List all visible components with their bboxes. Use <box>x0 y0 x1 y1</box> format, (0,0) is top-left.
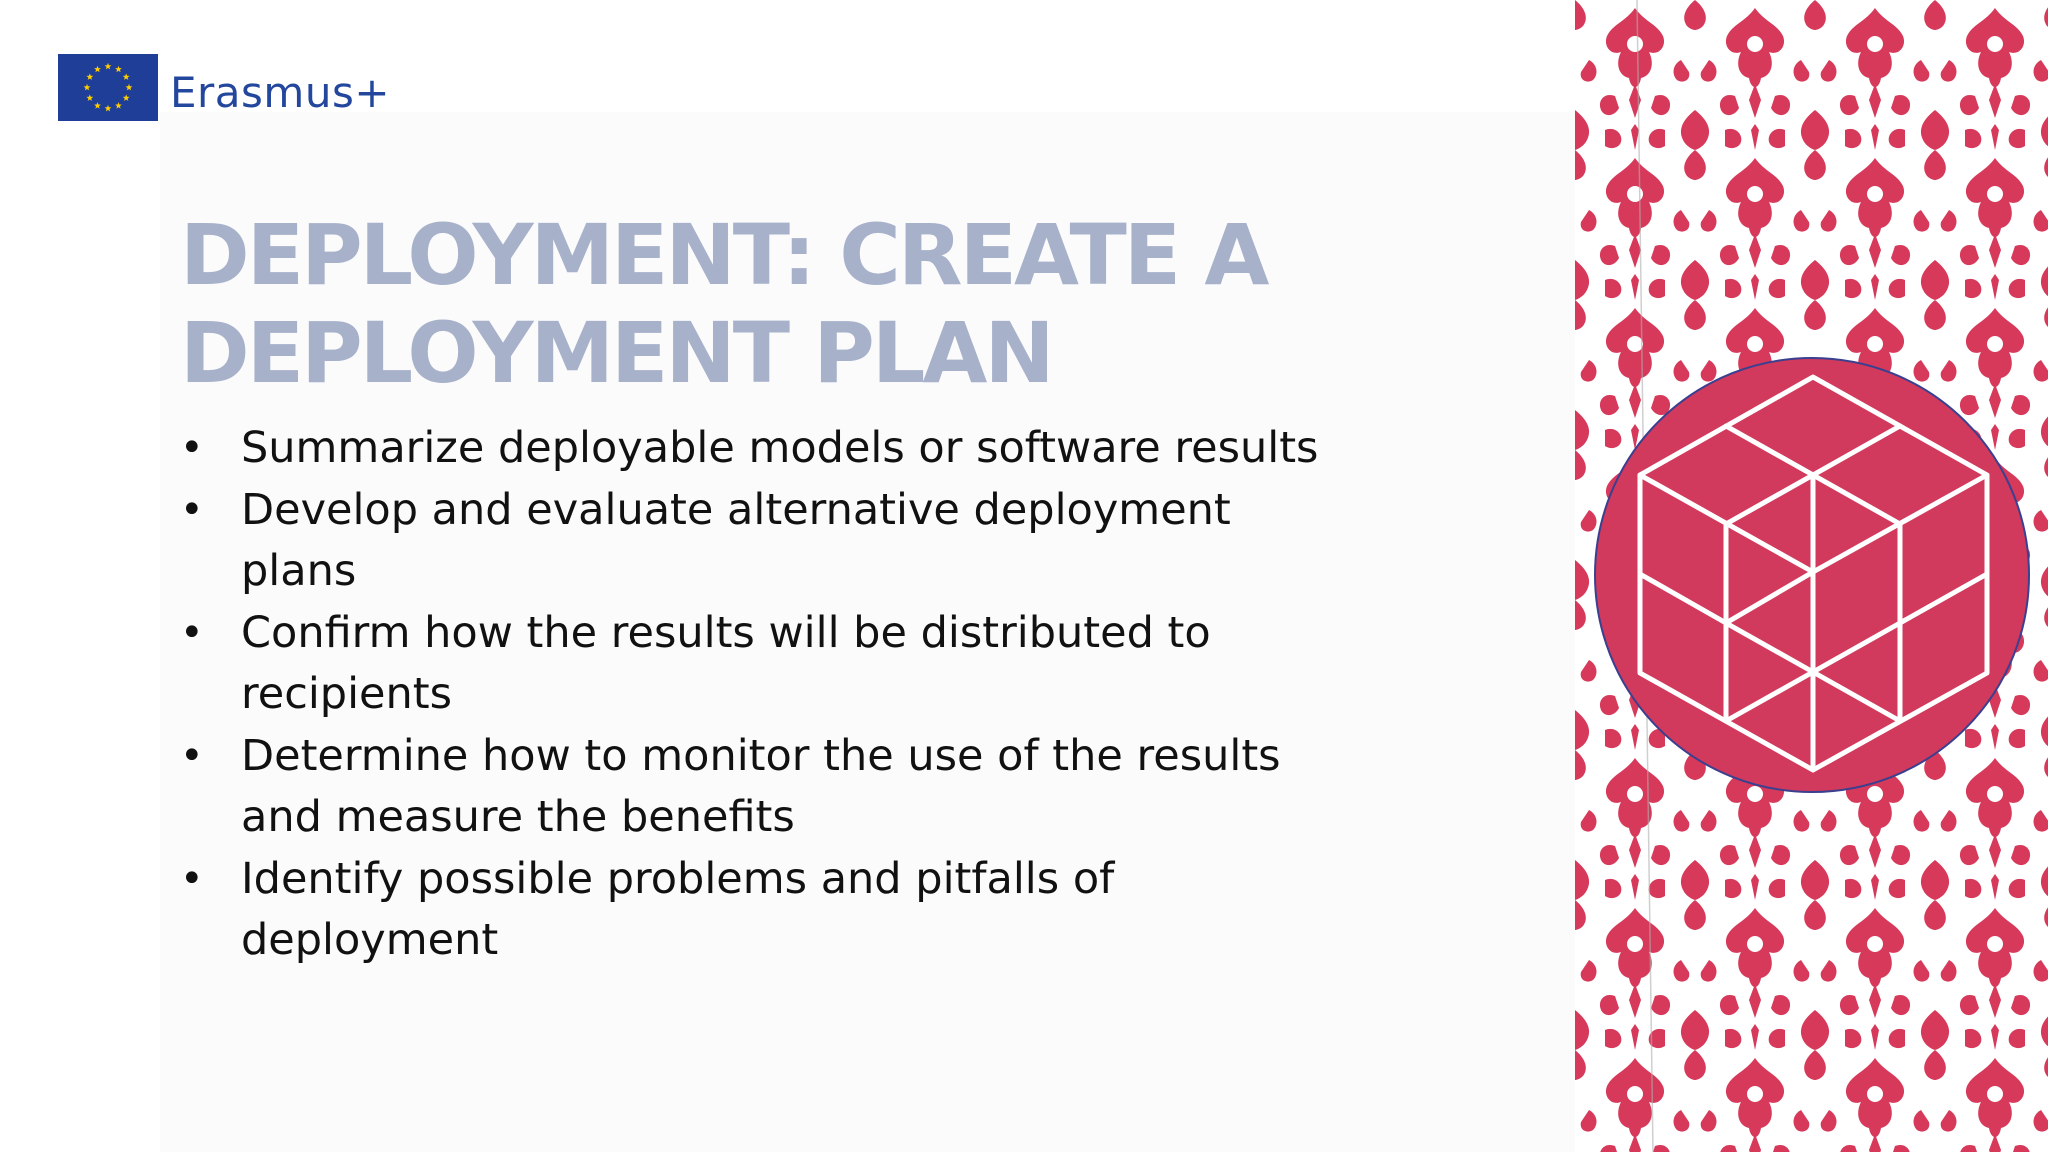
content-panel <box>160 112 1575 1152</box>
logo-text: Erasmus+ <box>170 68 391 117</box>
eu-star <box>104 62 112 70</box>
slide-title: Deployment: Create a deployment plan <box>180 206 1380 402</box>
bullet-item: • Summarize deployable models or softwar… <box>180 418 1330 480</box>
erasmus-logo: Erasmus+ <box>58 54 398 126</box>
bullet-text: Confirm how the results will be distribu… <box>241 607 1211 720</box>
title-line-2: deployment plan <box>180 304 1055 402</box>
bullet-item: • Confirm how the results will be distri… <box>180 603 1330 726</box>
bullet-text: Summarize deployable models or software … <box>241 423 1319 473</box>
bullet-text: Determine how to monitor the use of the … <box>241 730 1281 843</box>
bullet-marker: • <box>180 425 204 471</box>
bullet-marker: • <box>180 609 204 656</box>
eu-star <box>86 94 94 101</box>
eu-star <box>83 83 91 91</box>
eu-flag-icon <box>58 54 158 121</box>
eu-star <box>125 83 133 91</box>
bullet-text: Develop and evaluate alternative deploym… <box>241 484 1231 597</box>
bullet-item: • Develop and evaluate alternative deplo… <box>180 480 1330 603</box>
cube-icon <box>1592 355 2032 795</box>
title-line-1: Deployment: Create a <box>180 206 1269 304</box>
bullet-item: • Determine how to monitor the use of th… <box>180 726 1330 849</box>
bullet-text: Identify possible problems and pitfalls … <box>241 853 1115 966</box>
bullet-item: • Identify possible problems and pitfall… <box>180 849 1330 972</box>
eu-star <box>86 73 94 80</box>
eu-star <box>94 102 101 109</box>
eu-star <box>122 73 130 80</box>
eu-star <box>122 94 130 101</box>
eu-star <box>115 102 122 109</box>
eu-star <box>94 65 101 73</box>
eu-star <box>115 65 122 73</box>
bullet-marker: • <box>180 732 204 779</box>
bullet-marker: • <box>180 855 204 902</box>
eu-star <box>104 104 112 112</box>
bullet-marker: • <box>180 486 204 533</box>
bullet-list: • Summarize deployable models or softwar… <box>180 418 1330 972</box>
